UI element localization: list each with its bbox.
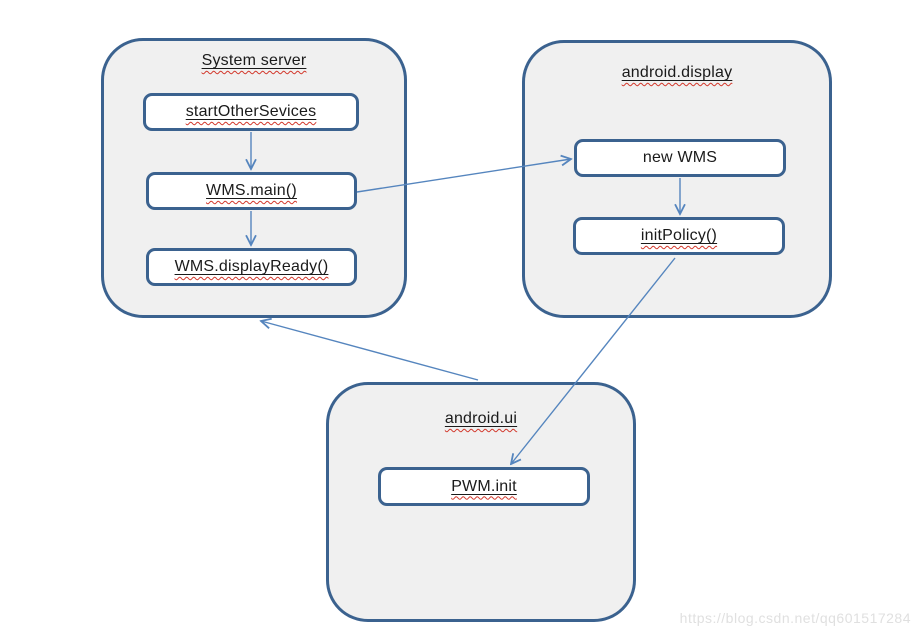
title-text: System server [201, 52, 307, 69]
container-title-system-server: System server [101, 52, 407, 70]
watermark-url: https://blog.csdn.net/qq601517284 [679, 610, 911, 626]
node-label: WMS.main() [206, 182, 297, 199]
node-wms-display-ready: WMS.displayReady() [146, 248, 357, 286]
node-label: PWM.init [451, 477, 517, 495]
container-title-android-display: android.display [522, 64, 832, 82]
node-pwm-init: PWM.init [378, 467, 590, 506]
node-new-wms: new WMS [574, 139, 786, 177]
node-label: new WMS [642, 149, 718, 166]
title-text: android.display [621, 64, 733, 81]
node-start-other-sevices: startOtherSevices [143, 93, 359, 131]
arrow-androidui-to-systemserver [261, 321, 479, 381]
title-text: android.ui [444, 410, 518, 427]
node-init-policy: initPolicy() [573, 217, 785, 255]
node-label: startOtherSevices [185, 103, 317, 120]
node-label: initPolicy() [640, 227, 718, 244]
container-title-android-ui: android.ui [326, 410, 636, 428]
node-wms-main: WMS.main() [146, 172, 357, 210]
node-label: WMS.displayReady() [174, 258, 329, 275]
